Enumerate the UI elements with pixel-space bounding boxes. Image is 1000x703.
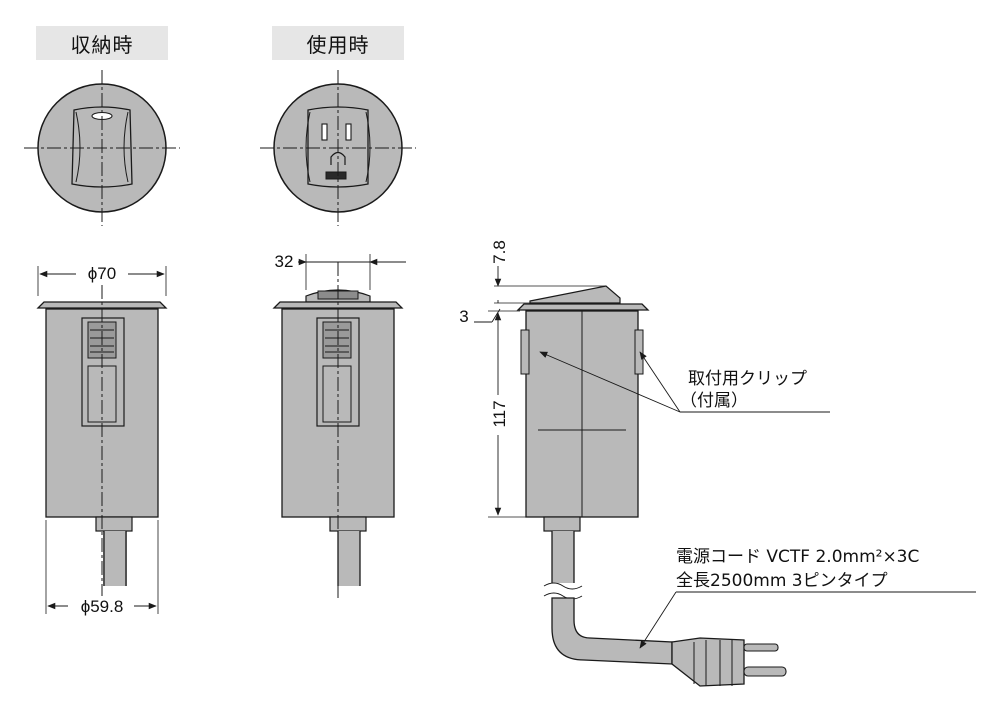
phi70-label-mask: [76, 262, 128, 284]
height117-label-mask: [488, 395, 510, 435]
dimension-lid-height: 7.8: [490, 240, 509, 264]
dimension-top-diameter: ϕ70: [88, 264, 116, 283]
stowed-view-label: 収納時: [36, 26, 168, 60]
clip-note-line2: （付属）: [680, 391, 748, 411]
in-use-view-label: 使用時: [272, 26, 404, 60]
clip-note-line1: 取付用クリップ: [688, 369, 807, 389]
dimension-flange-thickness: 3: [459, 307, 468, 326]
dimension-body-height: 117: [490, 400, 509, 427]
phi59-label-mask: [68, 596, 134, 618]
in-use-front-view: [268, 254, 406, 600]
side-view: [474, 266, 976, 687]
stowed-top-view: [24, 70, 180, 226]
in-use-top-view: [260, 70, 416, 226]
dimension-body-diameter: ϕ59.8: [81, 597, 124, 616]
width32-label-mask: [268, 248, 298, 270]
dimension-socket-width: 32: [275, 252, 294, 271]
stowed-front-view: [36, 262, 168, 614]
cord-note-line2: 全長2500mm 3ピンタイプ: [676, 571, 888, 591]
cord-note-line1: 電源コード VCTF 2.0mm²×3C: [676, 547, 919, 567]
